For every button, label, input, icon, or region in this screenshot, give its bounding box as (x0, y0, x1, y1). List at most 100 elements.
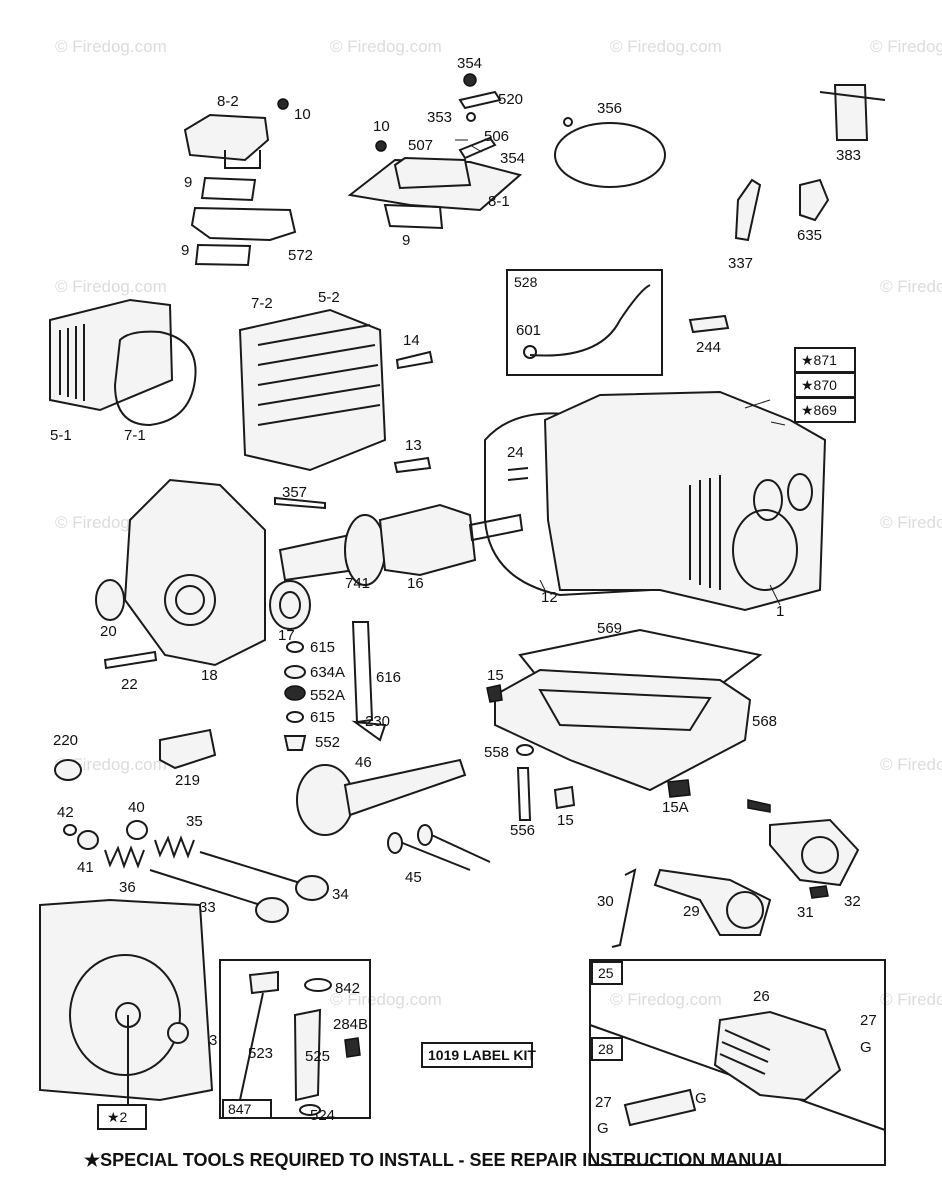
head-fins-b (257, 324, 381, 426)
part-label: 35 (186, 813, 203, 830)
washer-615b (286, 711, 304, 723)
part-label: 741 (345, 575, 370, 592)
governor-lever-230 (351, 720, 387, 742)
rod-big-end (726, 891, 764, 929)
bolt-13 (393, 456, 432, 474)
plug-15A (667, 779, 691, 798)
part-label: 220 (53, 732, 78, 749)
part-label: 17 (278, 627, 295, 644)
part-label: 354 (457, 55, 482, 72)
part-label: 284B (333, 1016, 368, 1033)
part-label: 353 (427, 109, 452, 126)
washer-220 (54, 759, 82, 781)
kit-528-label: 528 (514, 274, 538, 290)
star-870-label: ★870 (801, 377, 837, 393)
box-2-frame (97, 1104, 147, 1130)
dipstick-kit-box (219, 959, 371, 1119)
part-label: 601 (516, 322, 541, 339)
tappet-head-a (387, 832, 403, 854)
connecting-rod-29b (769, 818, 860, 887)
part-label: 615 (310, 709, 335, 726)
rod-bolt (747, 799, 771, 813)
part-label: 1 (776, 603, 784, 620)
part-label: 219 (175, 772, 200, 789)
valve-port-b (787, 473, 813, 511)
gasket-9-lower (194, 243, 252, 267)
valve-port-a (753, 479, 783, 521)
oil-sump-568 (494, 668, 752, 792)
part-label: 10 (373, 118, 390, 135)
part-label: 9 (181, 242, 189, 259)
part-label: 556 (510, 822, 535, 839)
block-bore-bottom (69, 954, 181, 1076)
part-label: 42 (57, 804, 74, 821)
part-label: 356 (597, 100, 622, 117)
gear-552A (284, 685, 306, 701)
part-label: 506 (484, 128, 509, 145)
box-25-frame (591, 961, 623, 985)
part-label: 7-2 (251, 295, 273, 312)
part-label: 15A (662, 799, 689, 816)
dipstick-523 (239, 992, 264, 1101)
watermark: © Firedog.com (55, 37, 167, 56)
fill-tube-525 (293, 1008, 322, 1102)
watermark: © Firedog.com (55, 755, 167, 774)
valve-head-34 (295, 875, 329, 901)
watermark: © Firedog.com (55, 277, 167, 296)
part-label: 230 (365, 713, 390, 730)
part-label: 357 (282, 484, 307, 501)
part-label: 337 (728, 255, 753, 272)
box-847-frame (222, 1099, 272, 1119)
part-label: 36 (119, 879, 136, 896)
cylinder-block-bottom (39, 898, 214, 1102)
governor-shaft-616 (351, 621, 374, 724)
g-mark: G (860, 1039, 872, 1056)
cam-gear-46 (296, 764, 354, 836)
bolt-556 (516, 767, 532, 821)
air-cleaner-body (393, 156, 472, 190)
g-mark: G (597, 1120, 609, 1137)
part-label: 40 (128, 799, 145, 816)
part-3 (167, 1022, 189, 1044)
label-kit-box (421, 1042, 533, 1068)
part-label: 5-1 (50, 427, 72, 444)
part-label: 552 (315, 734, 340, 751)
part-label: 31 (797, 904, 814, 921)
gasket-9-upper (200, 176, 257, 202)
star-869-label: ★869 (801, 402, 837, 418)
piston-rings (719, 1029, 771, 1075)
part-label: 14 (403, 332, 420, 349)
part-label: 46 (355, 754, 372, 771)
washer-353 (466, 112, 476, 122)
crankshaft-16 (378, 503, 477, 577)
cylinder-block-1 (543, 390, 827, 612)
wire-terminal (563, 117, 573, 127)
watermark: © Firedog.com (870, 37, 942, 56)
label-kit-text: 1019 LABEL KIT (428, 1047, 536, 1063)
watermarks: © Firedog.com © Firedog.com © Firedog.co… (55, 37, 942, 1009)
bolt-14 (395, 350, 434, 370)
washer-558 (516, 744, 534, 756)
part-label: 7-1 (124, 427, 146, 444)
part-label: 558 (484, 744, 509, 761)
part-shapes (39, 73, 886, 1166)
block-fins (689, 475, 721, 590)
dipstick-cap-523 (248, 970, 279, 995)
breaker-219 (159, 728, 217, 770)
leader-lines (455, 139, 786, 606)
g-mark: G (695, 1090, 707, 1107)
air-cleaner-neck (224, 150, 261, 169)
part-label: 8-1 (488, 193, 510, 210)
watermark: © Firedog.com (880, 513, 942, 532)
cylinder-head-5-1 (49, 298, 174, 412)
crankshaft-shaft (278, 533, 357, 582)
lock-31 (809, 885, 829, 899)
part-label: 16 (407, 575, 424, 592)
part-label: 29 (683, 903, 700, 920)
connecting-rod-29 (653, 868, 772, 936)
watermark: © Firedog.com (330, 37, 442, 56)
cylinder-bore (732, 509, 798, 591)
part-label: 33 (199, 899, 216, 916)
watermark: © Firedog.com (330, 990, 442, 1009)
